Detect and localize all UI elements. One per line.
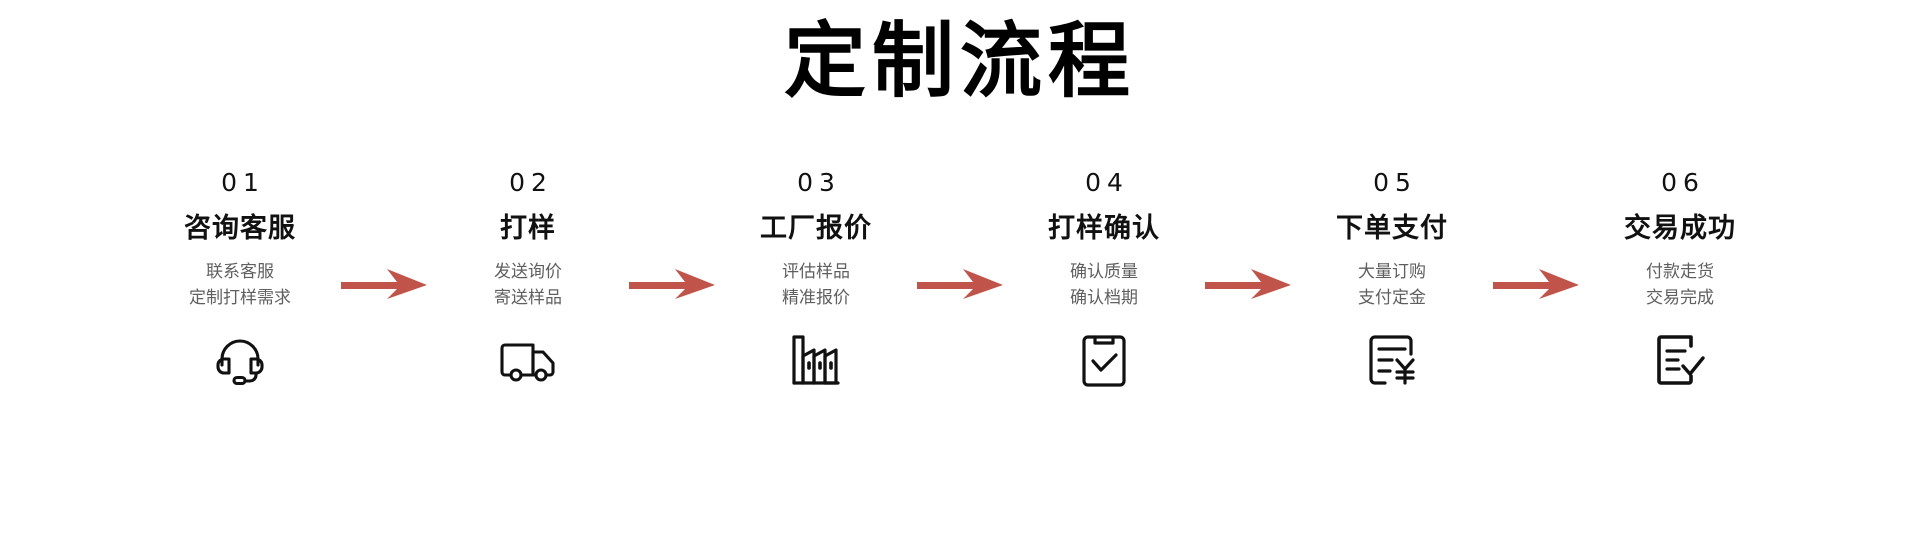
step-title: 打样确认 [1048,213,1160,244]
headset-icon [209,331,271,389]
step-description: 发送询价 寄送样品 [494,259,562,311]
step-description: 确认质量 确认档期 [1070,259,1138,311]
step-description-line-1: 大量订购 [1358,262,1426,282]
step-06: 06 交易成功 付款走货 交易完成 [1582,168,1778,389]
step-title: 下单支付 [1336,213,1448,244]
step-number: 02 [509,168,553,197]
step-number: 03 [797,168,841,197]
step-title: 咨询客服 [184,213,296,244]
step-description-line-1: 付款走货 [1646,262,1714,282]
page-title: 定制流程 [783,14,1136,109]
factory-icon [785,331,847,389]
step-description-line-1: 评估样品 [782,262,850,282]
arrow-right-icon-4 [1202,264,1294,304]
arrow-right-icon-5 [1490,264,1582,304]
step-number: 04 [1085,168,1129,197]
step-description: 联系客服 定制打样需求 [189,259,291,311]
arrow-right-icon-1 [338,264,430,304]
step-number: 05 [1373,168,1417,197]
step-description-line-2: 精准报价 [782,288,850,308]
clipboard-check-icon [1073,331,1135,389]
process-steps: 01 咨询客服 联系客服 定制打样需求 [0,168,1920,389]
document-check-icon [1649,331,1711,389]
step-number: 01 [221,168,265,197]
step-title: 工厂报价 [760,213,872,244]
step-description: 大量订购 支付定金 [1358,259,1426,311]
step-description-line-2: 定制打样需求 [189,288,291,308]
step-description-line-1: 发送询价 [494,262,562,282]
step-number: 06 [1661,168,1705,197]
title-container: 定制流程 [0,0,1920,110]
step-title: 打样 [500,213,556,244]
invoice-yuan-icon [1361,331,1423,389]
step-01: 01 咨询客服 联系客服 定制打样需求 [142,168,338,389]
step-description: 评估样品 精准报价 [782,259,850,311]
truck-icon [497,331,559,389]
step-description: 付款走货 交易完成 [1646,259,1714,311]
step-04: 04 打样确认 确认质量 确认档期 [1006,168,1202,389]
step-description-line-2: 交易完成 [1646,288,1714,308]
arrow-right-icon-3 [914,264,1006,304]
step-description-line-1: 联系客服 [206,262,274,282]
step-05: 05 下单支付 大量订购 支付定金 [1294,168,1490,389]
step-description-line-2: 支付定金 [1358,288,1426,308]
step-02: 02 打样 发送询价 寄送样品 [430,168,626,389]
step-description-line-2: 寄送样品 [494,288,562,308]
step-title: 交易成功 [1624,213,1736,244]
step-description-line-1: 确认质量 [1070,262,1138,282]
arrow-right-icon-2 [626,264,718,304]
step-description-line-2: 确认档期 [1070,288,1138,308]
step-03: 03 工厂报价 评估样品 精准报价 [718,168,914,389]
